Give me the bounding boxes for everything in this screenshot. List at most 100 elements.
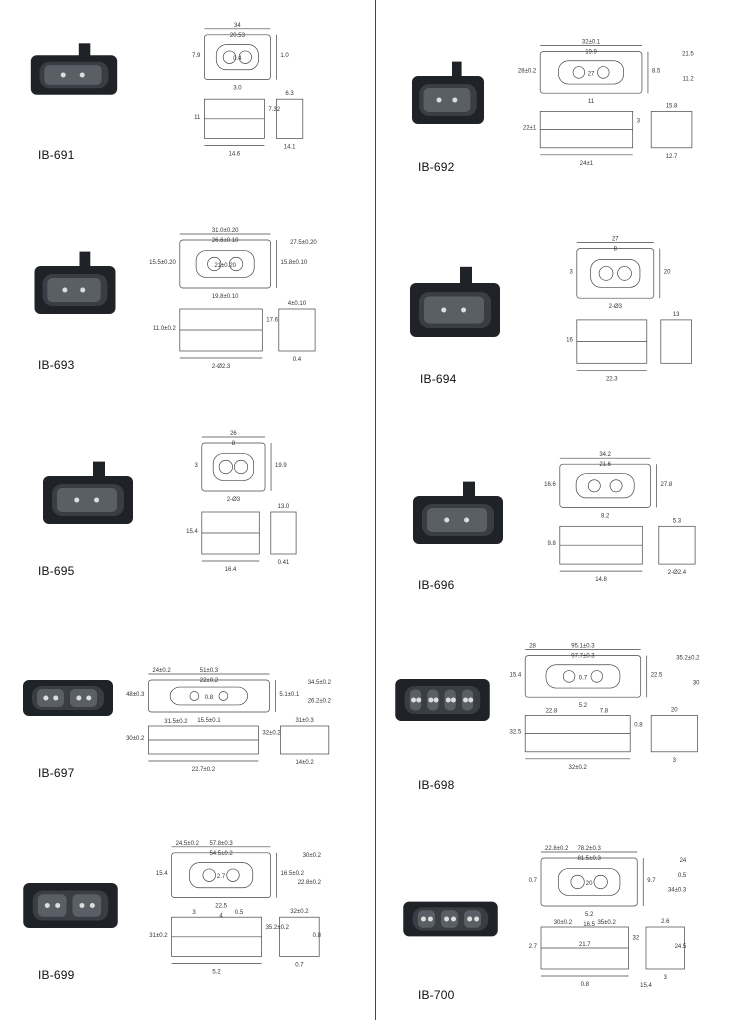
technical-drawing: 95.1±0.397.7±0.35.222.515.432±0.232.5203… [510,644,701,771]
dimension-label: 21.7 [579,942,591,948]
dimension-label: 8 [232,441,236,447]
dimension-label: 2.7 [217,874,226,880]
dimension-label: 32±0.1 [582,40,601,46]
dimension-label: 35.2±0.2 [266,925,290,931]
dimension-label: 16 [566,338,573,344]
dimension-label: 30±0.2 [126,736,145,742]
model-label: IB-697 [38,766,75,780]
dimension-label: 3 [637,118,641,124]
dimension-label: 22.8±0.2 [545,846,569,852]
dimension-label: 22.5 [651,672,663,678]
product-photo [34,251,116,314]
dimension-label: 27.5±0.20 [290,240,317,246]
dimension-label: 35±0.2 [597,920,616,926]
dimension-label: 26 [230,431,237,437]
dimension-label: 2-Ø2.3 [212,364,231,370]
dimension-label: 27.8 [661,482,673,488]
product-photo [30,43,118,95]
dimension-label: 0.8 [205,695,214,701]
product-photo [412,61,484,124]
dimension-label: 0.7 [579,675,588,681]
dimension-label: 21.5 [682,52,694,58]
dimension-label: 20.53 [230,33,246,39]
dimension-label: 14.8 [595,577,607,583]
dimension-label: 0.5 [235,910,244,916]
dimension-label: 8 [614,247,618,253]
dimension-label: 22±1 [523,126,537,132]
dimension-label: 15.4 [640,983,652,989]
dimension-label: 51±0.3 [200,668,219,674]
dimension-label: 8.5 [652,68,661,74]
dimension-label: 6.3 [285,91,294,97]
technical-drawing: 57.8±0.354.5±0.222.516.5±0.215.45.231±0.… [149,841,322,976]
dimension-label: 0.7 [529,878,538,884]
dimension-label: 22.3 [606,376,618,382]
dimension-label: 30±0.2 [303,853,322,859]
dimension-label: 32 [633,936,640,942]
model-label: IB-698 [418,778,455,792]
dimension-label: 5.2 [585,912,594,918]
dimension-label: 8.2 [601,513,610,519]
dimension-label: 0.8 [634,722,643,728]
dimension-label: 14±0.2 [295,760,314,766]
dimension-label: 24±0.2 [152,668,171,674]
dimension-label: 32±0.2 [290,909,309,915]
dimension-label: 97.7±0.3 [571,654,595,660]
dimension-label: 2-Ø3 [609,304,623,310]
dimension-label: 81.5±0.3 [577,856,601,862]
dimension-label: 13 [673,312,680,318]
dimension-label: 3 [664,975,668,981]
dimension-label: 11.2 [683,77,695,83]
dimension-label: 0.8 [581,982,590,988]
dimension-label: 5.3 [673,518,682,524]
dimension-label: 57.8±0.3 [209,841,233,847]
dimension-label: 20 [671,707,678,713]
dimension-label: 31.5±0.2 [164,719,188,725]
dimension-label: 2.6 [661,919,670,925]
technical-drawing: 32±0.119.9118.528±0.224±122±115.812.7273… [518,40,695,167]
dimension-label: 21±0.20 [214,263,236,269]
dimension-label: 2-Ø3 [227,497,241,503]
dimension-label: 2-Ø2.4 [668,570,687,576]
product-photo [410,266,500,337]
dimension-label: 14.1 [284,144,296,150]
model-label: IB-700 [418,988,455,1002]
dimension-label: 9.8 [547,541,556,547]
model-label: IB-694 [420,372,457,386]
dimension-label: 3 [194,463,198,469]
dimension-label: 16.4 [225,567,237,573]
dimension-label: 12.7 [666,154,678,160]
dimension-label: 7.9 [192,53,201,59]
dimension-label: 78.2±0.3 [577,846,601,852]
dimension-label: 34±0.3 [668,888,687,894]
dimension-label: 9.7 [647,878,656,884]
dimension-label: 26.2±0.2 [308,698,332,704]
model-label: IB-693 [38,358,75,372]
dimension-label: 0.4 [293,357,302,363]
model-label: IB-699 [38,968,75,982]
dimension-label: 15.8 [666,103,678,109]
dimension-label: 15.4 [186,529,198,535]
dimension-label: 15.5±0.20 [149,260,176,266]
dimension-label: 0.5 [678,873,687,879]
dimension-label: 3.0 [233,86,242,92]
dimension-label: 15.5±0.1 [197,718,221,724]
dimension-label: 5.2 [579,703,588,709]
dimension-label: 3 [673,758,677,764]
dimension-label: 20 [586,881,593,887]
dimension-label: 24.5 [675,944,687,950]
dimension-label: 22.7±0.2 [192,767,216,773]
technical-drawing: 51±0.322±0.215.5±0.15.1±0.148±0.322.7±0.… [126,668,332,773]
dimension-label: 3 [192,910,196,916]
product-photo [23,883,118,928]
dimension-label: 4±0.10 [288,301,307,307]
model-label: IB-696 [418,578,455,592]
technical-drawing: 78.2±0.381.5±0.35.29.70.70.82.72.6320322… [529,846,687,989]
model-label: IB-692 [418,160,455,174]
dimension-label: 27 [612,237,619,243]
product-photo [395,679,490,721]
dimension-label: 32±0.2 [262,730,281,736]
dimension-label: 31±0.2 [149,933,168,939]
dimension-label: 15.4 [156,871,168,877]
